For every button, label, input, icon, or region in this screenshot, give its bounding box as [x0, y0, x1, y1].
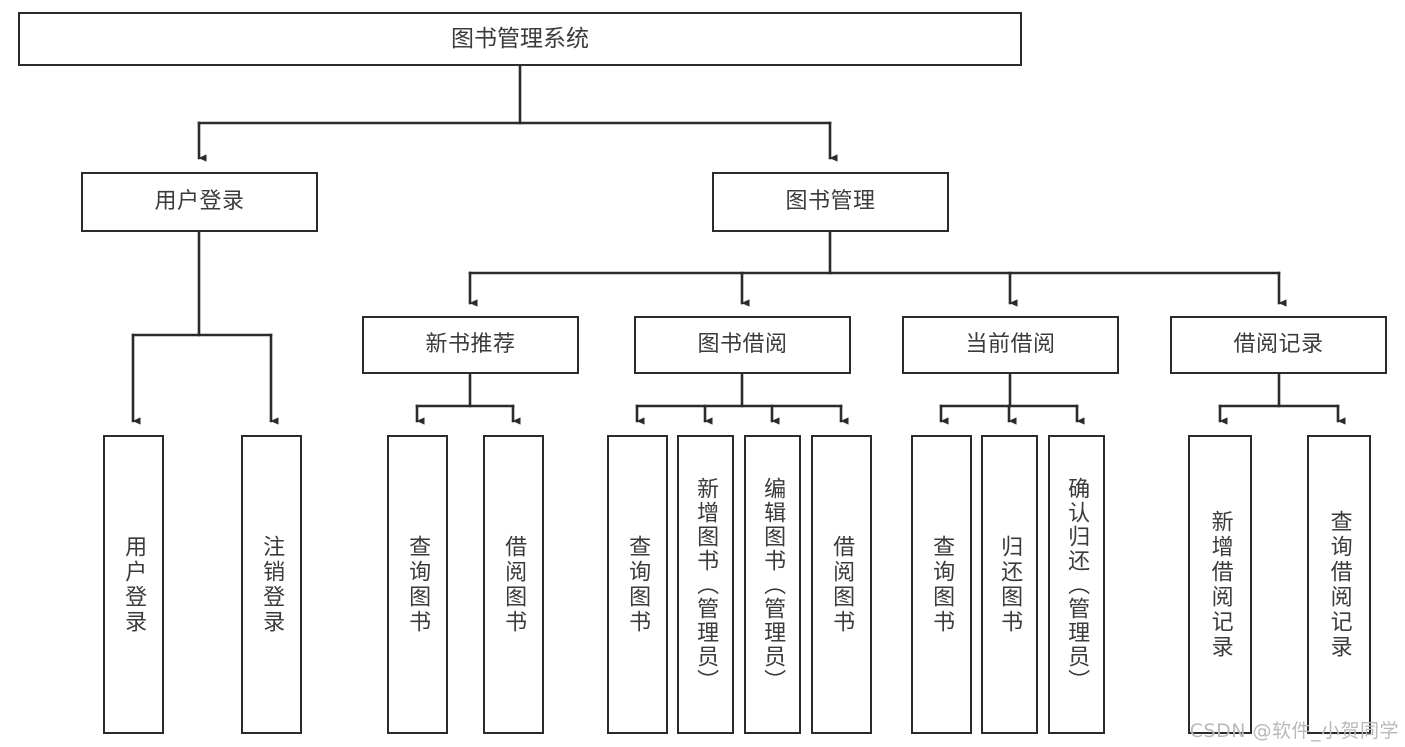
node-label: 编辑图书（管理员） — [760, 476, 786, 693]
node-label: 当前借阅 — [965, 332, 1056, 358]
node-label: 借阅记录 — [1233, 332, 1324, 358]
leaf-edit-book-admin[interactable]: 编辑图书（管理员） — [744, 435, 801, 734]
node-label: 新增图书（管理员） — [693, 476, 719, 693]
leaf-add-borrow-record[interactable]: 新增借阅记录 — [1188, 435, 1252, 734]
node-label: 查询图书 — [929, 534, 955, 635]
leaf-query-books-new[interactable]: 查询图书 — [387, 435, 448, 734]
node-label: 图书借阅 — [697, 332, 788, 358]
node-borrowing-records[interactable]: 借阅记录 — [1170, 316, 1387, 374]
node-label: 查询借阅记录 — [1326, 509, 1352, 660]
node-label: 借阅图书 — [829, 534, 855, 635]
leaf-borrow-books[interactable]: 借阅图书 — [811, 435, 872, 734]
node-label: 归还图书 — [997, 534, 1023, 635]
node-label: 注销登录 — [259, 534, 285, 635]
node-label: 借阅图书 — [501, 534, 527, 635]
node-label: 图书管理 — [785, 189, 876, 215]
leaf-return-books[interactable]: 归还图书 — [981, 435, 1038, 734]
node-label: 查询图书 — [405, 534, 431, 635]
leaf-borrow-books-new[interactable]: 借阅图书 — [483, 435, 544, 734]
node-label: 用户登录 — [154, 189, 245, 215]
node-label: 新增借阅记录 — [1207, 509, 1233, 660]
node-label: 确认归还（管理员） — [1064, 476, 1090, 693]
node-book-borrowing[interactable]: 图书借阅 — [634, 316, 851, 374]
leaf-confirm-return-admin[interactable]: 确认归还（管理员） — [1048, 435, 1105, 734]
node-label: 用户登录 — [121, 534, 147, 635]
node-label: 查询图书 — [625, 534, 651, 635]
leaf-user-login[interactable]: 用户登录 — [103, 435, 164, 734]
node-book-management[interactable]: 图书管理 — [712, 172, 949, 232]
node-current-borrowing[interactable]: 当前借阅 — [902, 316, 1119, 374]
node-label: 图书管理系统 — [451, 25, 589, 52]
csdn-watermark: CSDN @软件_小贺同学 — [1189, 720, 1399, 742]
node-label: 新书推荐 — [425, 332, 516, 358]
node-root-library-management-system[interactable]: 图书管理系统 — [18, 12, 1022, 66]
leaf-query-borrow-record[interactable]: 查询借阅记录 — [1307, 435, 1371, 734]
leaf-query-books-borrow[interactable]: 查询图书 — [607, 435, 668, 734]
leaf-query-books-current[interactable]: 查询图书 — [911, 435, 972, 734]
node-user-login[interactable]: 用户登录 — [81, 172, 318, 232]
node-new-book-recommendation[interactable]: 新书推荐 — [362, 316, 579, 374]
leaf-add-book-admin[interactable]: 新增图书（管理员） — [677, 435, 734, 734]
leaf-logout-login[interactable]: 注销登录 — [241, 435, 302, 734]
